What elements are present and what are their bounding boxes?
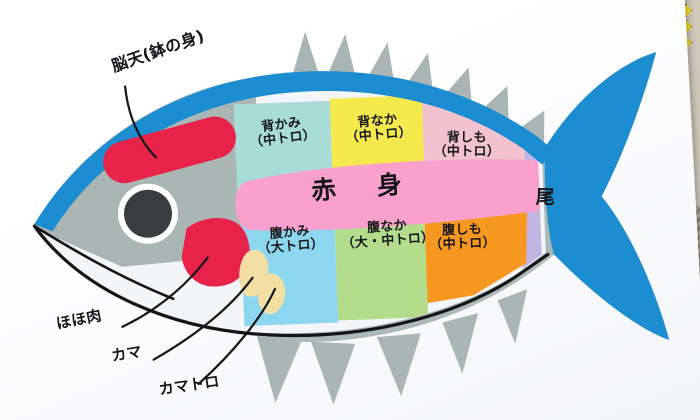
label-se-shimo-line1: 背しも	[446, 130, 487, 146]
tail-fin	[544, 52, 670, 340]
label-se-shimo: 背しも （中トロ）	[433, 130, 501, 160]
label-hara-shimo: 腹しも （中トロ）	[429, 222, 497, 254]
label-se-naka: 背なか （中トロ）	[344, 112, 413, 146]
callout-leader-lines	[121, 85, 277, 386]
leader-hohoniku	[121, 256, 209, 328]
label-tail: 尾	[535, 186, 556, 209]
block-akami	[235, 159, 541, 231]
leader-nouten	[123, 85, 157, 159]
back-blue-stripe	[34, 71, 554, 232]
block-hara-naka	[333, 201, 429, 321]
label-hara-shimo-line2: （中トロ）	[429, 235, 497, 254]
label-hara-kami: 腹かみ （大トロ）	[256, 223, 325, 258]
eye	[123, 189, 172, 238]
leader-kama	[152, 276, 254, 361]
ventral-finlets	[256, 289, 528, 405]
jaw-outline	[33, 224, 175, 301]
part-nouten-shape	[103, 116, 236, 184]
label-se-shimo-line2: （中トロ）	[433, 144, 501, 160]
belly-outline	[32, 224, 550, 338]
leader-kamatoro	[197, 287, 277, 386]
